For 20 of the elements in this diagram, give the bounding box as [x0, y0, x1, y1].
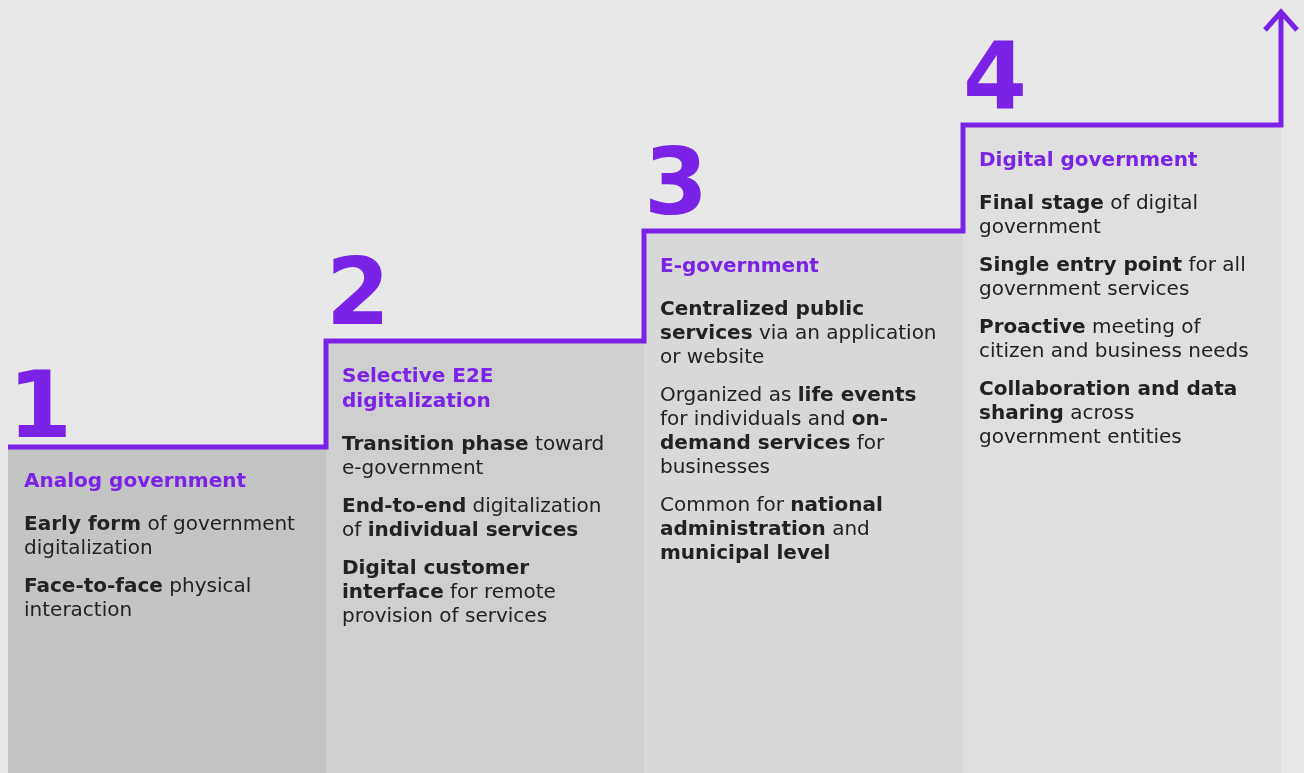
step-number: 3	[644, 137, 708, 229]
step-number: 2	[326, 247, 390, 339]
step-heading: Selective E2E digitalization	[342, 363, 495, 413]
step-description: Face-to-face physical interaction	[24, 573, 253, 621]
step-description: Single entry point for all government services	[979, 252, 1247, 300]
step-description: Centralized public services via an application or website	[660, 296, 938, 368]
step-heading: Analog government	[24, 468, 248, 493]
step-description: Common for national administration and municipal level	[660, 492, 884, 564]
step-heading: E-government	[660, 253, 820, 278]
step-number: 4	[963, 31, 1027, 123]
step-description: Early form of government digitalization	[24, 511, 296, 559]
step-description: Final stage of digital government	[979, 190, 1200, 238]
step-description: Transition phase toward e-government	[342, 431, 606, 479]
step-heading: Digital government	[979, 147, 1199, 172]
step-description: Digital customer interface for remote provision of services	[342, 555, 557, 627]
step-description: Organized as life events for individuals and on-demand services for businesses	[660, 382, 918, 478]
step-description: Proactive meeting of citizen and business needs	[979, 314, 1250, 362]
step-description: Collaboration and data sharing across government entities	[979, 376, 1239, 448]
step-description: End-to-end digitalization of individual services	[342, 493, 603, 541]
step-number: 1	[8, 360, 72, 452]
